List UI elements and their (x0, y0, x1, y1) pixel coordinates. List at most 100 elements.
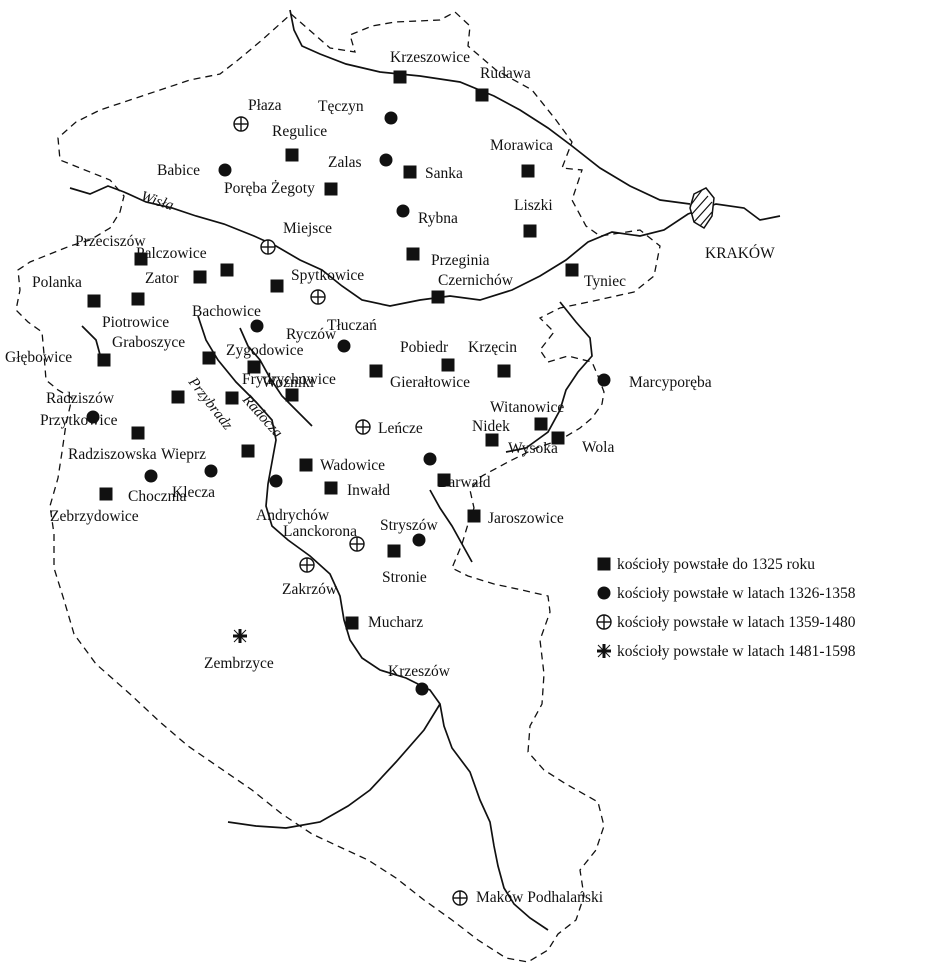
place-label-chocznia: Chocznia (128, 488, 187, 505)
church-marker-klecza (204, 464, 218, 478)
place-label-witanowice: Witanowice (490, 399, 564, 416)
church-marker-barwałd (437, 473, 451, 487)
church-marker-zakrzów (299, 557, 315, 573)
place-label-piotrowice: Piotrowice (102, 314, 169, 331)
river-skawa (197, 315, 549, 931)
place-label-radziszów: Radziszów (46, 390, 115, 407)
place-label-gierałtowice: Gierałtowice (390, 374, 470, 391)
place-label-spytkowice: Spytkowice (291, 267, 364, 284)
church-marker-zebrzydowice (99, 487, 113, 501)
place-label-tęczyn: Tęczyn (318, 98, 364, 115)
place-label-frydrychowice: Frydrychowice (242, 371, 336, 388)
church-marker-gierałtowice (369, 364, 383, 378)
place-label-inwałd: Inwałd (347, 482, 390, 499)
place-label-bachowice: Bachowice (192, 303, 261, 320)
place-label-zembrzyce: Zembrzyce (204, 655, 274, 672)
place-label-klecza: Klecza (172, 484, 215, 501)
church-marker-krzeszowice (393, 70, 407, 84)
place-label-rudawa: Rudawa (480, 65, 531, 82)
church-marker-przeciszów (134, 252, 148, 266)
church-marker-czernichów (431, 290, 445, 304)
church-marker-miejsce (260, 239, 276, 255)
church-marker-liszki (523, 224, 537, 238)
church-marker-pobiedr (441, 358, 455, 372)
place-label-maków-podhalański: Maków Podhalański (476, 889, 604, 906)
place-label-sanka: Sanka (425, 165, 463, 182)
church-marker-piotrowice (131, 292, 145, 306)
church-marker-mucharz (345, 616, 359, 630)
place-label-mucharz: Mucharz (368, 614, 423, 631)
river-skawa-branch (227, 703, 441, 829)
church-marker-wadowice (299, 458, 313, 472)
church-marker-jaroszowice (467, 509, 481, 523)
church-marker-andrychów (269, 474, 283, 488)
legend-symbol-d (597, 644, 611, 658)
place-label-wola: Wola (582, 439, 614, 456)
river-wisla (69, 185, 781, 307)
place-label-tłuczań: Tłuczań (327, 317, 377, 334)
place-label-zator: Zator (145, 270, 179, 287)
church-marker-zembrzyce (233, 629, 247, 643)
church-marker-głębowice (97, 353, 111, 367)
church-marker-wieprz (241, 444, 255, 458)
deanery-boundary (15, 11, 661, 963)
church-marker-nidek (485, 433, 499, 447)
place-label-liszki: Liszki (514, 197, 553, 214)
church-marker-babice (218, 163, 232, 177)
church-marker-stronie (387, 544, 401, 558)
church-marker-woźniki (285, 388, 299, 402)
river-stream (429, 489, 473, 563)
church-marker-krzęcin (497, 364, 511, 378)
church-marker-rudawa (475, 88, 489, 102)
city-label-krakow: KRAKÓW (705, 245, 775, 262)
church-marker-regulice (285, 148, 299, 162)
legend-label-b: kościoły powstałe w latach 1326-1358 (617, 585, 856, 602)
church-marker-zator (193, 270, 207, 284)
church-marker-maków-podhalański (452, 890, 468, 906)
river-label-wisla: Wisła (139, 189, 176, 215)
place-label-miejsce: Miejsce (283, 220, 332, 237)
church-marker-tęczyn (384, 111, 398, 125)
place-label-płaza: Płaza (248, 97, 282, 114)
church-marker-wola (551, 431, 565, 445)
place-label-morawica: Morawica (490, 137, 553, 154)
church-marker-sanka (403, 165, 417, 179)
place-label-andrychów: Andrychów (256, 507, 330, 524)
place-label-marcyporęba: Marcyporęba (629, 374, 712, 391)
place-label-woźniki: Woźniki (262, 374, 315, 391)
church-marker-bachowice (250, 319, 264, 333)
place-label-rybna: Rybna (418, 210, 458, 227)
church-marker-tłuczań (337, 339, 351, 353)
church-marker-krzeszów (415, 682, 429, 696)
church-marker-chocznia (144, 469, 158, 483)
place-label-lanckorona: Lanckorona (283, 523, 357, 540)
place-label-palczowice: Palczowice (136, 245, 207, 262)
place-label-zalas: Zalas (328, 154, 362, 171)
church-marker-inwałd (324, 481, 338, 495)
place-label-jaroszowice: Jaroszowice (488, 510, 564, 527)
place-label-pobiedr: Pobiedr (400, 339, 449, 356)
church-marker-zygodowice (247, 360, 261, 374)
place-label-poręba-żegoty: Poręba Żegoty (224, 180, 315, 197)
place-label-regulice: Regulice (272, 123, 327, 140)
place-label-stronie: Stronie (382, 569, 427, 586)
church-marker-wysoka (423, 452, 437, 466)
church-marker-rybna (396, 204, 410, 218)
church-marker-graboszyce (202, 351, 216, 365)
church-marker-marcyporęba (597, 373, 611, 387)
place-label-wieprz: Wieprz (161, 446, 206, 463)
place-label-wadowice: Wadowice (320, 457, 385, 474)
place-label-zygodowice: Zygodowice (226, 342, 304, 359)
place-label-ryczów: Ryczów (286, 326, 337, 343)
church-marker-zalas (379, 153, 393, 167)
church-marker-radziszów (171, 390, 185, 404)
place-label-przytkowice: Przytkowice (40, 412, 118, 429)
place-label-stryszów: Stryszów (380, 517, 439, 534)
church-marker-poręba-żegoty (324, 182, 338, 196)
krakow-city-shape (689, 187, 715, 230)
church-marker-leńcze (355, 419, 371, 435)
place-label-leńcze: Leńcze (378, 420, 423, 437)
church-marker-tyniec (565, 263, 579, 277)
